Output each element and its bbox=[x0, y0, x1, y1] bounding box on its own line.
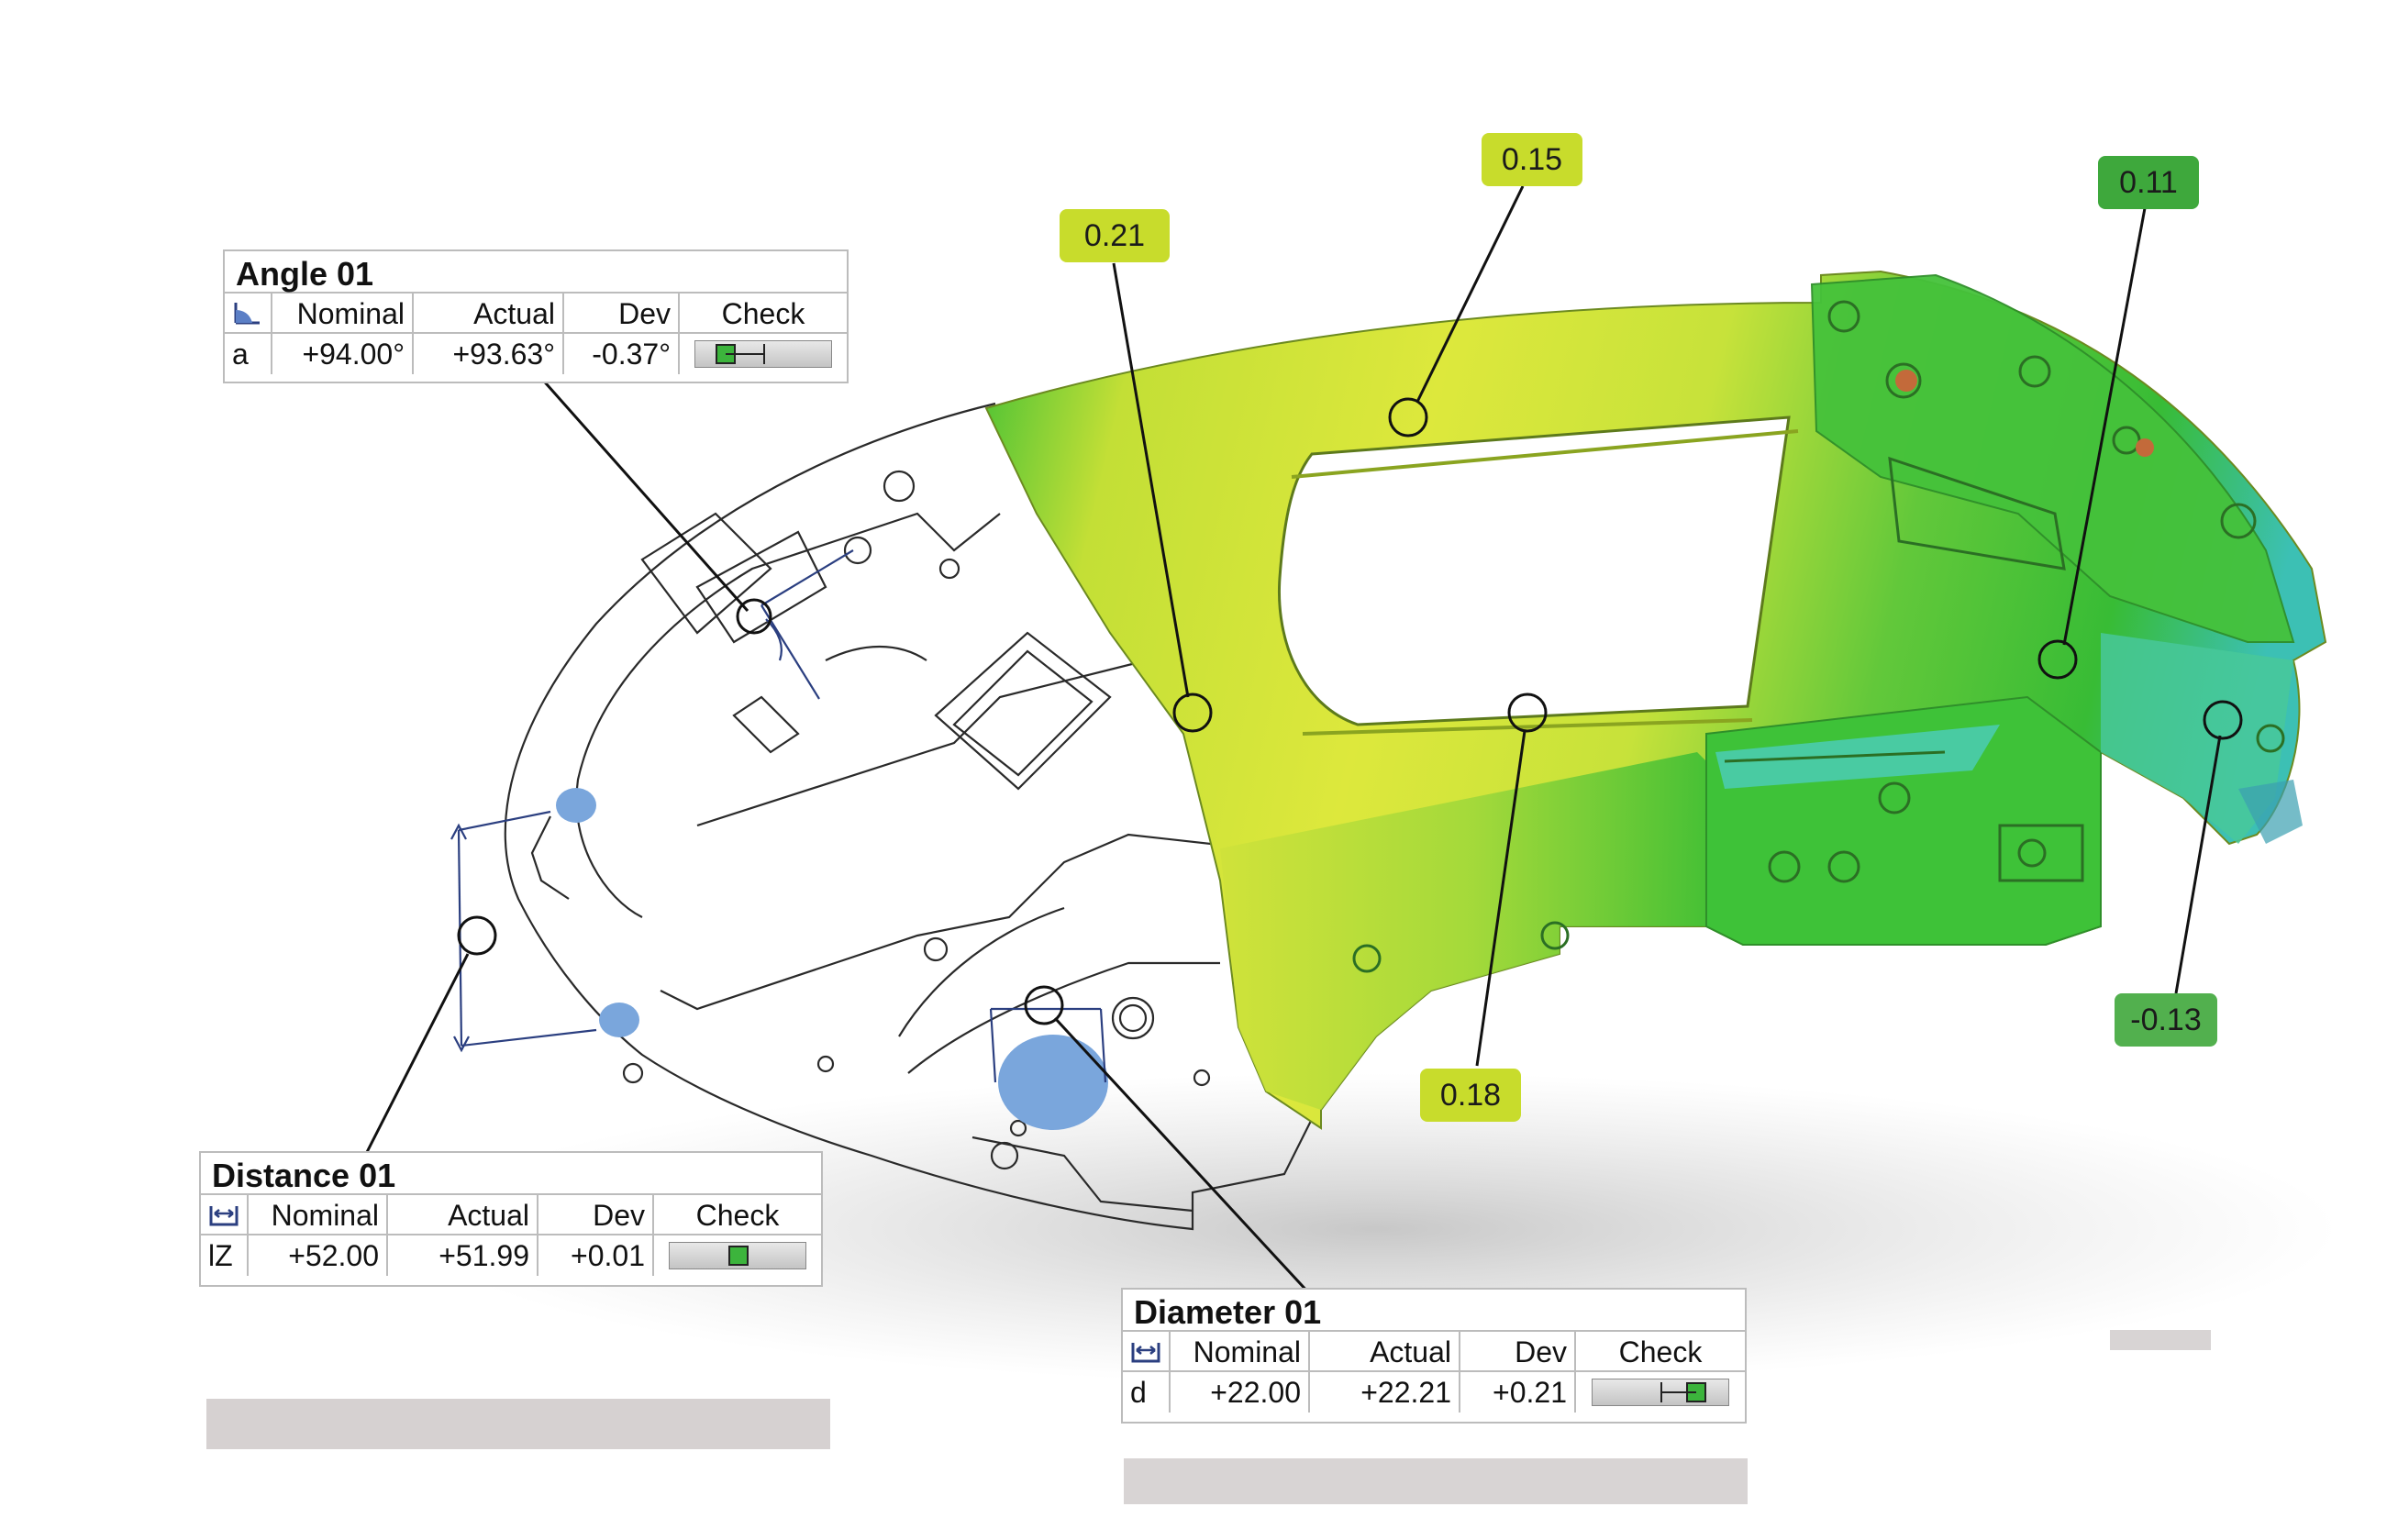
callout-anchor-5 bbox=[2203, 700, 2243, 740]
distance-nominal-header: Nominal bbox=[249, 1195, 388, 1234]
diameter-nominal-header: Nominal bbox=[1171, 1332, 1310, 1370]
check-deviation-arm bbox=[1661, 1391, 1696, 1393]
angle-row-label: a bbox=[225, 334, 272, 374]
callout-anchor-1 bbox=[1172, 692, 1213, 733]
callout-anchor-3 bbox=[2037, 639, 2078, 680]
diameter-actual-value: +22.21 bbox=[1310, 1372, 1460, 1413]
angle-icon bbox=[225, 294, 272, 332]
angle-nominal-header: Nominal bbox=[272, 294, 414, 332]
distance-row-label: lZ bbox=[201, 1235, 249, 1276]
angle-nominal-value: +94.00° bbox=[272, 334, 414, 374]
distance-nominal-value: +52.00 bbox=[249, 1235, 388, 1276]
deviation-callout-1-label: 0.21 bbox=[1083, 218, 1146, 253]
distance-icon bbox=[201, 1195, 249, 1234]
distance-check-gauge bbox=[669, 1242, 806, 1269]
diameter-check-cell bbox=[1576, 1372, 1745, 1413]
table-row: d +22.00 +22.21 +0.21 bbox=[1123, 1372, 1745, 1413]
deviation-callout-1[interactable]: 0.21 bbox=[1060, 209, 1170, 262]
angle-table-title: Angle 01 bbox=[225, 251, 847, 294]
angle-dev-header: Dev bbox=[564, 294, 680, 332]
diameter-nominal-value: +22.00 bbox=[1171, 1372, 1310, 1413]
deviation-callout-5[interactable]: -0.13 bbox=[2115, 993, 2217, 1047]
check-center-tick bbox=[1660, 1382, 1662, 1402]
diameter-row-label: d bbox=[1123, 1372, 1171, 1413]
diameter-table-title: Diameter 01 bbox=[1123, 1290, 1745, 1332]
diameter-icon bbox=[1123, 1332, 1171, 1370]
distance-anchor bbox=[457, 915, 497, 956]
check-indicator bbox=[728, 1246, 749, 1266]
diameter-check-gauge bbox=[1592, 1379, 1729, 1406]
angle-check-cell bbox=[680, 334, 847, 374]
deviation-callout-5-label: -0.13 bbox=[2130, 1003, 2202, 1037]
distance-dev-header: Dev bbox=[538, 1195, 654, 1234]
table-row: a +94.00° +93.63° -0.37° bbox=[225, 334, 847, 374]
distance-check-cell bbox=[654, 1235, 821, 1276]
measured-features bbox=[556, 788, 1108, 1130]
deviation-callout-4[interactable]: 0.18 bbox=[1420, 1069, 1521, 1122]
angle-dev-value: -0.37° bbox=[564, 334, 680, 374]
distance-dev-value: +0.01 bbox=[538, 1235, 654, 1276]
callout-anchor-2 bbox=[1388, 397, 1428, 438]
distance-actual-header: Actual bbox=[388, 1195, 538, 1234]
diameter-anchor bbox=[1024, 985, 1064, 1025]
cad-wireframe bbox=[504, 402, 1323, 1231]
check-center-tick bbox=[763, 344, 765, 364]
deviation-callout-2[interactable]: 0.15 bbox=[1482, 133, 1582, 186]
deviation-callout-2-label: 0.15 bbox=[1501, 142, 1563, 177]
deviation-callout-4-label: 0.18 bbox=[1439, 1078, 1502, 1113]
diameter-check-header: Check bbox=[1618, 1335, 1703, 1368]
angle-anchor bbox=[736, 598, 772, 635]
angle-check-gauge bbox=[694, 340, 832, 368]
distance-table[interactable]: Distance 01 Nominal Actual Dev Check lZ … bbox=[199, 1151, 823, 1287]
check-deviation-arm bbox=[726, 353, 764, 355]
deviation-surface bbox=[984, 270, 2327, 1130]
diameter-dev-header: Dev bbox=[1460, 1332, 1576, 1370]
angle-check-header: Check bbox=[721, 297, 805, 330]
angle-actual-header: Actual bbox=[414, 294, 564, 332]
table-row: lZ +52.00 +51.99 +0.01 bbox=[201, 1235, 821, 1276]
distance-table-title: Distance 01 bbox=[201, 1153, 821, 1195]
diameter-table[interactable]: Diameter 01 Nominal Actual Dev Check d +… bbox=[1121, 1288, 1747, 1424]
callout-leaders bbox=[363, 185, 2243, 1308]
diameter-dev-value: +0.21 bbox=[1460, 1372, 1576, 1413]
diameter-actual-header: Actual bbox=[1310, 1332, 1460, 1370]
distance-actual-value: +51.99 bbox=[388, 1235, 538, 1276]
angle-table[interactable]: Angle 01 Nominal Actual Dev Check a +94.… bbox=[223, 249, 849, 383]
deviation-callout-3[interactable]: 0.11 bbox=[2098, 156, 2199, 209]
distance-check-header: Check bbox=[695, 1199, 780, 1232]
deviation-callout-3-label: 0.11 bbox=[2119, 165, 2178, 200]
angle-actual-value: +93.63° bbox=[414, 334, 564, 374]
part-shadow bbox=[206, 1073, 2339, 1504]
callout-anchor-4 bbox=[1507, 692, 1548, 733]
